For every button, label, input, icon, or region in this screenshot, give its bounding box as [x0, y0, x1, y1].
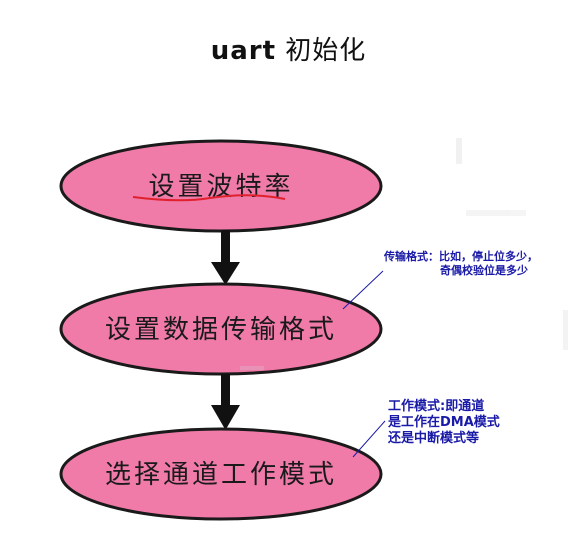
flow-node-baud-rate: 设置波特率	[59, 139, 383, 233]
format-note-line-1: 传输格式：比如，停止位多少，	[384, 250, 538, 263]
title-chinese: 初始化	[285, 36, 367, 66]
flow-node-data-format: 设置数据传输格式	[59, 282, 383, 376]
label-underline	[132, 194, 286, 202]
mode-note-line-1: 工作模式:即通道	[388, 399, 485, 414]
flow-node-channel-mode: 选择通道工作模式	[59, 427, 383, 521]
scan-artifacts	[240, 138, 568, 370]
diagram-title: uart 初始化	[0, 30, 577, 67]
mode-note: 工作模式:即通道 是工作在DMA模式 还是中断模式等	[388, 399, 500, 447]
node-label: 设置数据传输格式	[105, 315, 337, 345]
title-latin: uart	[210, 36, 277, 66]
node-shape	[59, 427, 383, 521]
format-note-leader-line	[342, 270, 384, 310]
mode-note-line-3: 还是中断模式等	[388, 431, 480, 446]
flow-arrow-2	[211, 374, 240, 430]
format-note-line-2: 奇偶校验位是多少	[440, 264, 528, 277]
flow-arrow-1	[211, 230, 240, 285]
mode-note-line-2: 是工作在DMA模式	[388, 415, 500, 430]
format-note: 传输格式：比如，停止位多少， 奇偶校验位是多少	[384, 250, 538, 278]
node-label: 选择通道工作模式	[105, 460, 337, 490]
mode-note-leader-line	[352, 420, 386, 458]
